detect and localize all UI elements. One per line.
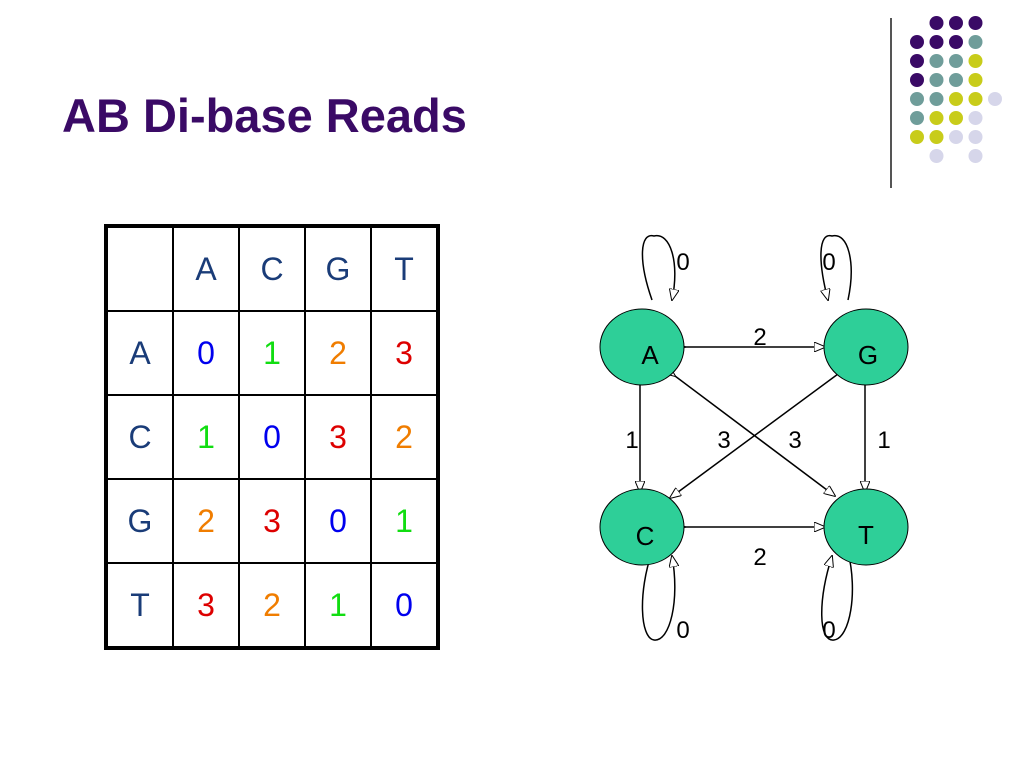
table-cell: 3 — [304, 394, 372, 480]
self-loop-t — [821, 551, 854, 641]
table-row: G 2 3 0 1 — [105, 478, 439, 564]
label-g-c: 3 — [717, 427, 730, 454]
decorative-dot — [929, 149, 944, 163]
decorative-dot — [968, 130, 983, 144]
table-cell: 1 — [172, 394, 240, 480]
table-row: T 3 2 1 0 — [105, 562, 439, 649]
self-loop-g — [820, 235, 852, 300]
node-g-label: G — [858, 340, 878, 370]
decorative-dot — [929, 16, 944, 30]
decorative-dot — [929, 111, 944, 125]
node-t-label: T — [858, 520, 874, 550]
node-c-circle — [599, 488, 685, 566]
decorative-dot — [949, 73, 963, 87]
decorative-dot — [968, 16, 983, 30]
label-a-t: 3 — [788, 427, 801, 454]
label-c-loop: 0 — [676, 617, 689, 644]
decorative-dot — [910, 35, 924, 49]
table-cell: 0 — [304, 478, 372, 564]
self-loop-a — [641, 234, 674, 300]
column-header: G — [304, 225, 372, 312]
decorative-dot — [949, 54, 963, 68]
label-g-loop: 0 — [822, 249, 835, 276]
label-a-loop: 0 — [676, 249, 689, 276]
table-cell: 3 — [238, 478, 306, 564]
decorative-dot — [949, 92, 963, 106]
table-cell: 0 — [370, 562, 439, 649]
title-divider-line — [890, 18, 892, 188]
decorative-dot — [968, 111, 983, 125]
table-cell: 2 — [172, 478, 240, 564]
decorative-dot — [910, 111, 924, 125]
label-g-t: 1 — [877, 427, 890, 454]
node-a-circle — [599, 308, 685, 386]
label-a-g: 2 — [753, 324, 766, 351]
table-cell: 3 — [370, 310, 439, 396]
decorative-dot — [910, 54, 924, 68]
decorative-dot — [968, 54, 983, 68]
table-cell: 0 — [172, 310, 240, 396]
decorative-dot — [968, 73, 983, 87]
decorative-dot — [949, 130, 963, 144]
dibase-encoding-table: A C G T A 0 1 2 3 C 1 0 3 2 G 2 3 0 1 T … — [104, 224, 440, 650]
decorative-dot — [949, 111, 963, 125]
decorative-dot — [968, 149, 983, 163]
base-transition-diagram: A G C T 0 0 0 0 2 2 1 1 3 3 — [599, 234, 909, 644]
self-loop-c — [641, 551, 674, 641]
label-a-c: 1 — [625, 427, 638, 454]
decorative-dot — [968, 35, 983, 49]
column-header: T — [370, 225, 439, 312]
table-row: C 1 0 3 2 — [105, 394, 439, 480]
row-header: T — [105, 562, 174, 649]
decorative-dot — [910, 92, 924, 106]
decorative-dot — [929, 73, 944, 87]
table-cell: 1 — [370, 478, 439, 564]
table-cell: 0 — [238, 394, 306, 480]
node-g-circle — [823, 308, 909, 386]
row-header: G — [105, 478, 174, 564]
table-cell: 2 — [238, 562, 306, 649]
decorative-dot — [910, 73, 924, 87]
table-corner-cell — [105, 225, 174, 312]
decorative-dot — [910, 130, 924, 144]
column-header: A — [172, 225, 240, 312]
node-a-label: A — [641, 340, 659, 370]
label-t-loop: 0 — [822, 617, 835, 644]
table-cell: 2 — [370, 394, 439, 480]
table-cell: 3 — [172, 562, 240, 649]
decorative-dot — [949, 35, 963, 49]
node-t-circle — [823, 488, 909, 566]
table-cell: 1 — [238, 310, 306, 396]
table-cell: 2 — [304, 310, 372, 396]
row-header: C — [105, 394, 174, 480]
decorative-dot — [968, 92, 983, 106]
table-row: A 0 1 2 3 — [105, 310, 439, 396]
decorative-dot — [929, 92, 944, 106]
node-c-label: C — [636, 521, 655, 551]
edge-a-t — [675, 376, 835, 496]
decorative-dot — [988, 92, 1002, 106]
slide-title: AB Di-base Reads — [62, 89, 467, 142]
decorative-dot — [949, 16, 963, 30]
label-c-t: 2 — [753, 544, 766, 571]
table-header-row: A C G T — [105, 225, 439, 312]
decorative-dot — [929, 35, 944, 49]
decorative-dot — [929, 130, 944, 144]
row-header: A — [105, 310, 174, 396]
column-header: C — [238, 225, 306, 312]
table-cell: 1 — [304, 562, 372, 649]
decorative-dot — [929, 54, 944, 68]
